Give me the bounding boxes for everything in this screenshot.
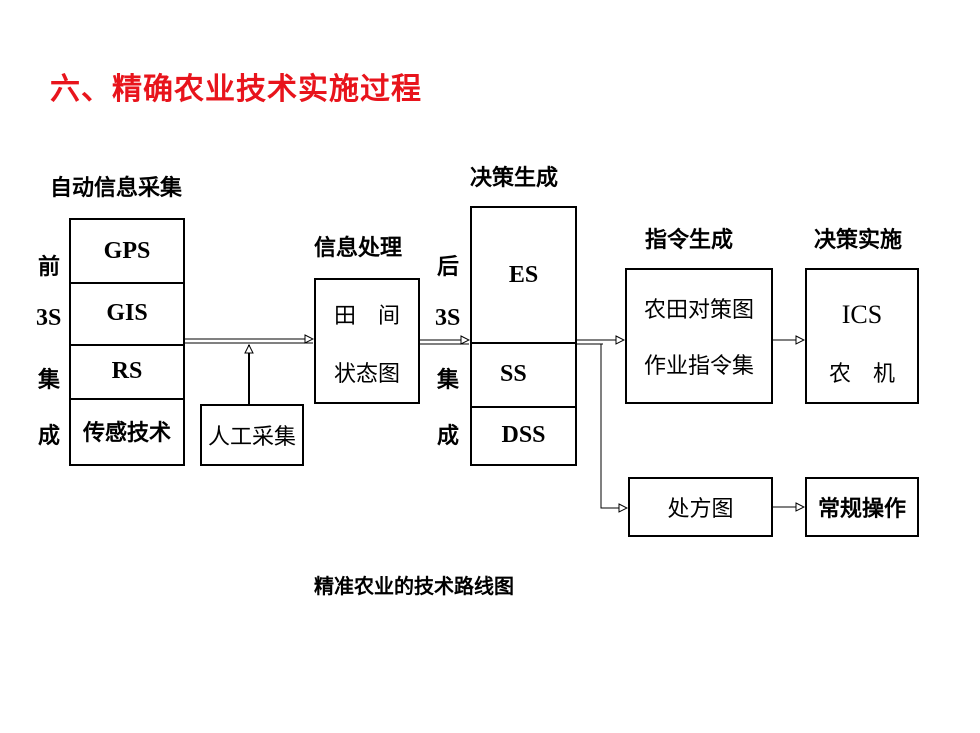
implement-heading: 决策实施 <box>814 228 903 253</box>
implement-box: ICS 农 机 <box>805 268 919 404</box>
front-3s-label-3: 集 <box>38 368 61 393</box>
ss-cell: SS <box>472 342 575 408</box>
gps-cell: GPS <box>71 220 183 284</box>
decision-heading: 决策生成 <box>470 166 559 191</box>
command-line-2: 作业指令集 <box>643 354 754 379</box>
processing-line-1: 田 间 <box>333 304 400 329</box>
diagram-caption: 精准农业的技术路线图 <box>314 574 514 598</box>
gis-cell: GIS <box>71 282 183 346</box>
back-3s-label-2: 3S <box>435 305 461 331</box>
dss-cell: DSS <box>501 421 546 448</box>
prescription-box: 处方图 <box>628 477 773 537</box>
ics-label: ICS <box>841 300 883 329</box>
command-box: 农田对策图 作业指令集 <box>625 268 773 404</box>
auto-info-heading: 自动信息采集 <box>50 176 183 201</box>
conventional-box: 常规操作 <box>805 477 919 537</box>
processing-heading: 信息处理 <box>314 236 403 261</box>
back-3s-label-3: 集 <box>437 368 460 393</box>
manual-collection-box: 人工采集 <box>200 404 304 466</box>
front-3s-label-2: 3S <box>36 305 62 331</box>
front-3s-label-4: 成 <box>38 424 61 449</box>
page-title: 六、精确农业技术实施过程 <box>50 72 422 107</box>
arrow-decision-to-prescription <box>600 344 627 508</box>
command-heading: 指令生成 <box>645 228 734 253</box>
rs-cell: RS <box>71 344 183 400</box>
back-3s-label-1: 后 <box>437 255 460 280</box>
es-cell: ES <box>472 208 575 344</box>
processing-line-2: 状态图 <box>333 362 400 387</box>
processing-box: 田 间 状态图 <box>314 278 420 404</box>
front-3s-label-1: 前 <box>38 255 61 280</box>
machine-label: 农 机 <box>828 362 895 387</box>
back-3s-label-4: 成 <box>437 424 460 449</box>
command-line-1: 农田对策图 <box>643 298 754 323</box>
sensor-tech-cell: 传感技术 <box>82 421 171 446</box>
auto-info-box: GPS GIS RS 传感技术 <box>69 218 185 466</box>
decision-box: ES SS DSS <box>470 206 577 466</box>
